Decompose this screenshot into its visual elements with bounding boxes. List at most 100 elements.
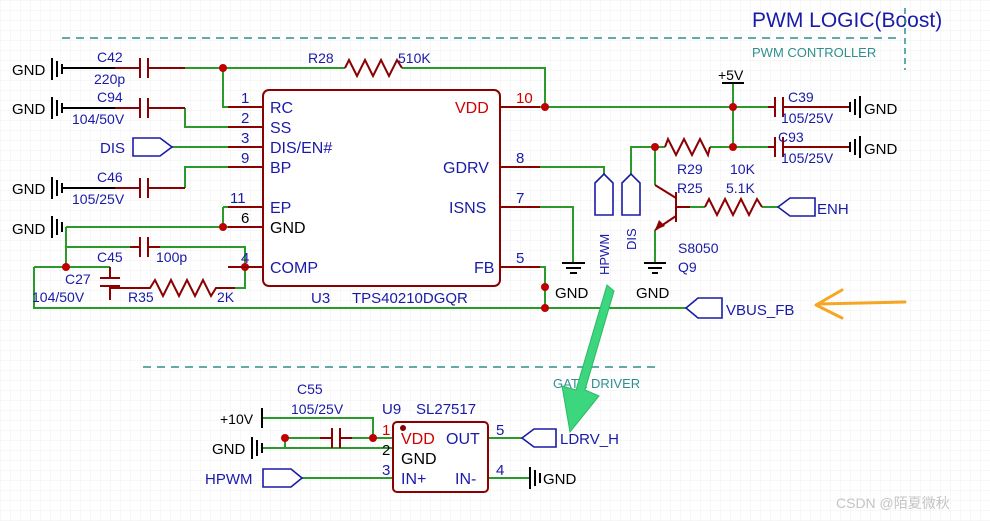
gnd-label-u9: GND — [212, 441, 246, 458]
junction — [651, 143, 659, 151]
u9-pin-num-in-minus: 4 — [496, 462, 504, 479]
u3-pin-num-ep: 11 — [230, 190, 246, 207]
sheet-title: PWM LOGIC(Boost) — [752, 9, 942, 32]
cap-c93 — [768, 137, 850, 157]
gnd-symbol-c46 — [51, 177, 115, 199]
net-flag-vbus-fb[interactable] — [684, 297, 723, 319]
transistor-q9 — [654, 184, 690, 231]
u3-pin-num-vdd: 10 — [516, 90, 533, 107]
net-label-dis: DIS — [100, 140, 125, 157]
junction — [541, 103, 549, 111]
u3-pin-name-ss: SS — [270, 120, 291, 137]
junction — [219, 64, 227, 72]
junction-dots — [62, 64, 737, 442]
ic-u9-body[interactable] — [392, 421, 489, 493]
u3-pin-num-gdrv: 8 — [516, 150, 524, 167]
gnd-label-q9: GND — [636, 285, 670, 302]
junction — [729, 103, 737, 111]
annotation-arrow-icon — [561, 284, 615, 434]
c45-ref: C45 — [97, 249, 123, 265]
u9-pin-name-in-plus: IN+ — [401, 471, 426, 488]
gnd-symbol-u9 — [251, 437, 263, 459]
gnd-symbols-right — [849, 96, 861, 158]
gnd-label-c94: GND — [12, 101, 46, 118]
r25-ref: R25 — [677, 180, 703, 196]
junction — [541, 283, 549, 291]
net-flag-hpwm[interactable] — [262, 468, 304, 488]
c46-value: 105/25V — [72, 191, 125, 207]
junction — [219, 223, 227, 231]
resistor-r28 — [344, 57, 403, 79]
u3-pin-num-ss: 2 — [241, 110, 249, 127]
gnd-label-c39: GND — [864, 101, 898, 118]
gnd-label-c93: GND — [864, 141, 898, 158]
u9-pin-num-out: 5 — [496, 422, 504, 439]
gnd-symbol-c94 — [51, 97, 115, 119]
cap-c55 — [320, 428, 352, 448]
net-flag-dis[interactable] — [132, 137, 174, 157]
gnd-label-isns: GND — [555, 285, 589, 302]
cap-c94 — [115, 98, 185, 118]
c39-ref: C39 — [788, 89, 814, 105]
gnd-label-in-minus: GND — [543, 471, 577, 488]
u3-pin-num-rc: 1 — [241, 90, 249, 107]
u3-pin-name-vdd: VDD — [455, 100, 489, 117]
c42-ref: C42 — [97, 49, 123, 65]
c93-value: 105/25V — [781, 150, 834, 166]
u3-pin-num-gnd: 6 — [241, 210, 249, 227]
gnd-symbols-left — [51, 58, 263, 459]
r28-value: 510K — [398, 50, 431, 66]
c45-value: 100p — [156, 249, 187, 265]
net-label-p5v: +5V — [718, 67, 744, 83]
ic-u3-body[interactable] — [262, 89, 501, 287]
c27-value: 104/50V — [32, 289, 85, 305]
gnd-symbol-in-minus — [529, 467, 541, 489]
junction — [62, 263, 70, 271]
c39-value: 105/25V — [781, 110, 834, 126]
net-label-enh: ENH — [817, 201, 849, 218]
net-flag-enh[interactable] — [776, 197, 816, 217]
net-flag-dis-vertical[interactable] — [621, 172, 641, 216]
c55-value: 105/25V — [291, 401, 344, 417]
gnd-symbol-c93 — [849, 136, 861, 158]
r35-value: 2K — [217, 289, 235, 305]
gnd-label-ep: GND — [12, 221, 46, 238]
u3-ref: U3 — [311, 290, 330, 307]
u3-pin-num-isns: 7 — [516, 190, 524, 207]
cap-c39 — [768, 97, 850, 117]
net-flag-hpwm-vertical[interactable] — [594, 172, 614, 216]
u9-pin-name-gnd: GND — [401, 451, 437, 468]
c94-ref: C94 — [97, 89, 123, 105]
u9-pin-num-in-plus: 3 — [382, 462, 390, 479]
r29-value: 10K — [730, 161, 756, 177]
gnd-symbol-q9 — [644, 262, 666, 274]
highlight-arrow-icon — [814, 288, 907, 320]
r29-ref: R29 — [677, 161, 703, 177]
net-flag-ldrv-h[interactable] — [520, 428, 557, 448]
r28-ref: R28 — [308, 50, 334, 66]
c94-value: 104/50V — [72, 111, 125, 127]
u3-part: TPS40210DGQR — [352, 290, 468, 307]
gnd-symbol-gnd-pin — [51, 216, 63, 238]
q9-ref: Q9 — [678, 259, 697, 275]
u3-pin-num-dis: 3 — [241, 130, 249, 147]
u3-pin-name-rc: RC — [270, 100, 293, 117]
u9-ref: U9 — [382, 401, 401, 418]
net-label-vbus-fb: VBUS_FB — [726, 302, 794, 319]
q9-value: S8050 — [678, 240, 719, 256]
u3-pin-name-isns: ISNS — [449, 200, 486, 217]
u3-left-pin-stubs — [228, 106, 263, 268]
gnd-label-c46: GND — [12, 181, 46, 198]
cap-c45 — [130, 237, 160, 257]
junction — [541, 304, 549, 312]
c42-value: 220p — [94, 71, 125, 87]
u3-pin-name-ep: EP — [270, 200, 291, 217]
gnd-label-c42: GND — [12, 62, 46, 79]
u3-pin-num-comp: 4 — [241, 250, 249, 267]
u9-pin-num-vdd: 1 — [382, 422, 390, 439]
u9-pin1-dot — [400, 425, 406, 431]
r35-ref: R35 — [128, 289, 154, 305]
net-label-hpwm-vertical: HPWM — [597, 234, 612, 275]
resistor-r29 — [664, 136, 711, 158]
junction — [281, 434, 289, 442]
